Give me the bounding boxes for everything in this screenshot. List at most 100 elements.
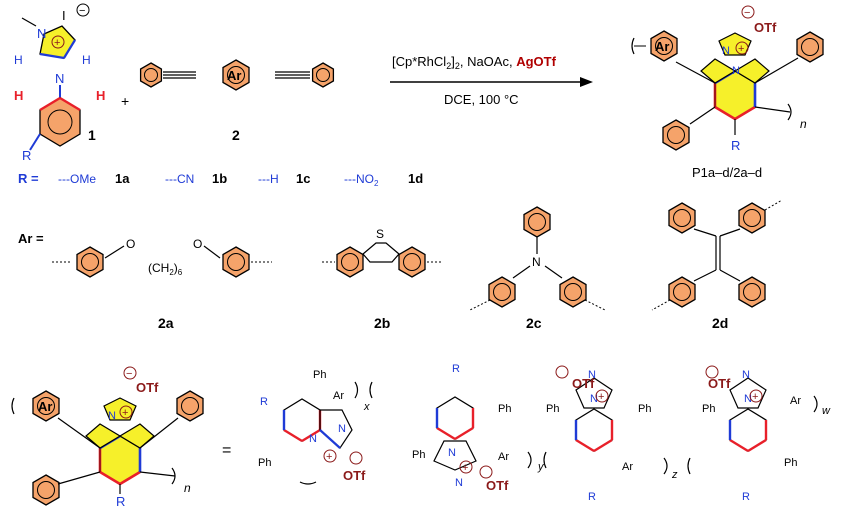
svg-text:N: N [742, 369, 750, 381]
ar-id-2a: 2a [158, 315, 174, 331]
product-polymer: Ar N N + OTf − n R P1a–d/2a–d [631, 5, 824, 180]
svg-text:N: N [448, 447, 456, 459]
ar-core-label: Ar [655, 39, 669, 54]
h-atom-label: H [14, 53, 23, 67]
svg-text:−: − [744, 7, 750, 19]
ar-2d: 2d [651, 199, 783, 331]
r-prefix: R = [18, 171, 39, 186]
product-label: P1a–d/2a–d [692, 165, 762, 180]
ar-prefix: Ar = [18, 231, 44, 246]
svg-text:N: N [455, 477, 463, 489]
svg-text:[Cp*RhCl2]2, NaOAc, AgOTf: [Cp*RhCl2]2, NaOAc, AgOTf [392, 54, 557, 71]
svg-text:N: N [722, 45, 730, 57]
svg-text:Ar: Ar [498, 451, 509, 463]
svg-text:OTf: OTf [343, 468, 366, 483]
svg-text:N: N [590, 393, 598, 405]
reactant-1: + N N I − H H H H R 1 [14, 3, 105, 163]
additive-text: AgOTf [516, 54, 556, 69]
svg-text:OTf: OTf [572, 376, 595, 391]
svg-text:N: N [744, 393, 752, 405]
svg-text:R: R [260, 396, 268, 408]
reactant-2: Ar 2 [139, 59, 335, 143]
svg-text:Ph: Ph [702, 403, 715, 415]
svg-text:Ph: Ph [498, 403, 511, 415]
equals-sign: = [222, 442, 231, 459]
ar-id-2b: 2b [374, 315, 390, 331]
svg-text:Ar: Ar [38, 399, 52, 414]
solvent-text: DCE, 100 °C [444, 92, 519, 107]
isomer-unit-z: N N + OTf Ph Ph Ar R z [543, 365, 678, 503]
subscript-w: w [822, 405, 831, 417]
svg-text:R: R [452, 363, 460, 375]
svg-text:N: N [309, 433, 317, 445]
ar-2b: S 2b [322, 227, 442, 331]
svg-text:OTf: OTf [486, 478, 509, 493]
svg-text:Ar: Ar [622, 461, 633, 473]
svg-text:N: N [732, 65, 740, 77]
svg-text:n: n [184, 481, 191, 495]
svg-text:N: N [338, 423, 346, 435]
svg-text:Ph: Ph [258, 457, 271, 469]
svg-text:Ph: Ph [313, 369, 326, 381]
svg-text:O: O [126, 237, 135, 251]
reactant-2-number: 2 [232, 127, 240, 143]
iodide-label: I [62, 8, 66, 23]
isomer-unit-w: N N + OTf Ph Ar Ph R w [687, 365, 831, 503]
svg-text:---NO2: ---NO2 [344, 172, 379, 188]
svg-text:Ar: Ar [790, 395, 801, 407]
repeat-unit-n: n [800, 117, 807, 131]
r-id-1d: 1d [408, 171, 423, 186]
svg-text:S: S [376, 227, 384, 241]
r-id-1b: 1b [212, 171, 227, 186]
svg-text:N: N [588, 369, 596, 381]
counter-ion-label: OTf [754, 20, 777, 35]
svg-text:Ph: Ph [412, 449, 425, 461]
svg-text:+: + [326, 451, 332, 463]
svg-text:+: + [752, 391, 758, 403]
n-atom-label: N [55, 71, 64, 86]
svg-text:(CH2)6: (CH2)6 [148, 261, 183, 277]
h-atom-label: H [14, 88, 23, 103]
subscript-z: z [671, 469, 678, 481]
svg-text:R: R [588, 491, 596, 503]
catalyst-text: [Cp*RhCl [392, 54, 446, 69]
svg-text:+: + [738, 43, 744, 55]
svg-text:OTf: OTf [708, 376, 731, 391]
svg-text:Ph: Ph [546, 403, 559, 415]
plus-sign: + [121, 93, 129, 109]
h-atom-label: H [96, 88, 105, 103]
r-group-1a: ---OMe [58, 172, 96, 186]
ar-2a: O (CH2)6 O 2a [52, 237, 272, 331]
repeat-unit-structure: Ar N + OTf − n R [11, 366, 204, 509]
isomer-unit-x: N N + R Ph Ar Ph OTf x [258, 369, 370, 485]
isomer-unit-y: N N + R Ph Ph Ar OTf y [369, 363, 545, 493]
ar-2c: N 2c [469, 206, 606, 331]
svg-text:Ar: Ar [333, 390, 344, 402]
r-definitions: R = ---OMe 1a ---CN 1b ---H 1c ---NO2 1d [18, 171, 423, 188]
svg-text:+: + [462, 462, 468, 474]
r-id-1c: 1c [296, 171, 310, 186]
r-group-1d: ---NO [344, 172, 374, 186]
reaction-conditions: [Cp*RhCl2]2, NaOAc, AgOTf DCE, 100 °C [390, 54, 593, 107]
svg-text:Ph: Ph [784, 457, 797, 469]
svg-text:+: + [54, 37, 60, 49]
ar-core-label: Ar [227, 68, 241, 83]
svg-text:R: R [742, 491, 750, 503]
reactant-1-number: 1 [88, 127, 96, 143]
h-atom-label: H [82, 53, 91, 67]
svg-text:N: N [108, 410, 116, 422]
subscript-x: x [363, 401, 370, 413]
r-group-1c: ---H [258, 172, 279, 186]
ar-id-2c: 2c [526, 315, 542, 331]
r-id-1a: 1a [115, 171, 130, 186]
ar-definitions: Ar = O (CH2)6 O 2a S 2b N [18, 199, 783, 331]
svg-text:N: N [532, 255, 541, 269]
r-group-1b: ---CN [165, 172, 194, 186]
n-atom-label: N [37, 26, 46, 41]
svg-text:−: − [126, 368, 132, 380]
svg-text:O: O [193, 237, 202, 251]
r-substituent-label: R [731, 138, 740, 153]
svg-text:+: + [598, 391, 604, 403]
